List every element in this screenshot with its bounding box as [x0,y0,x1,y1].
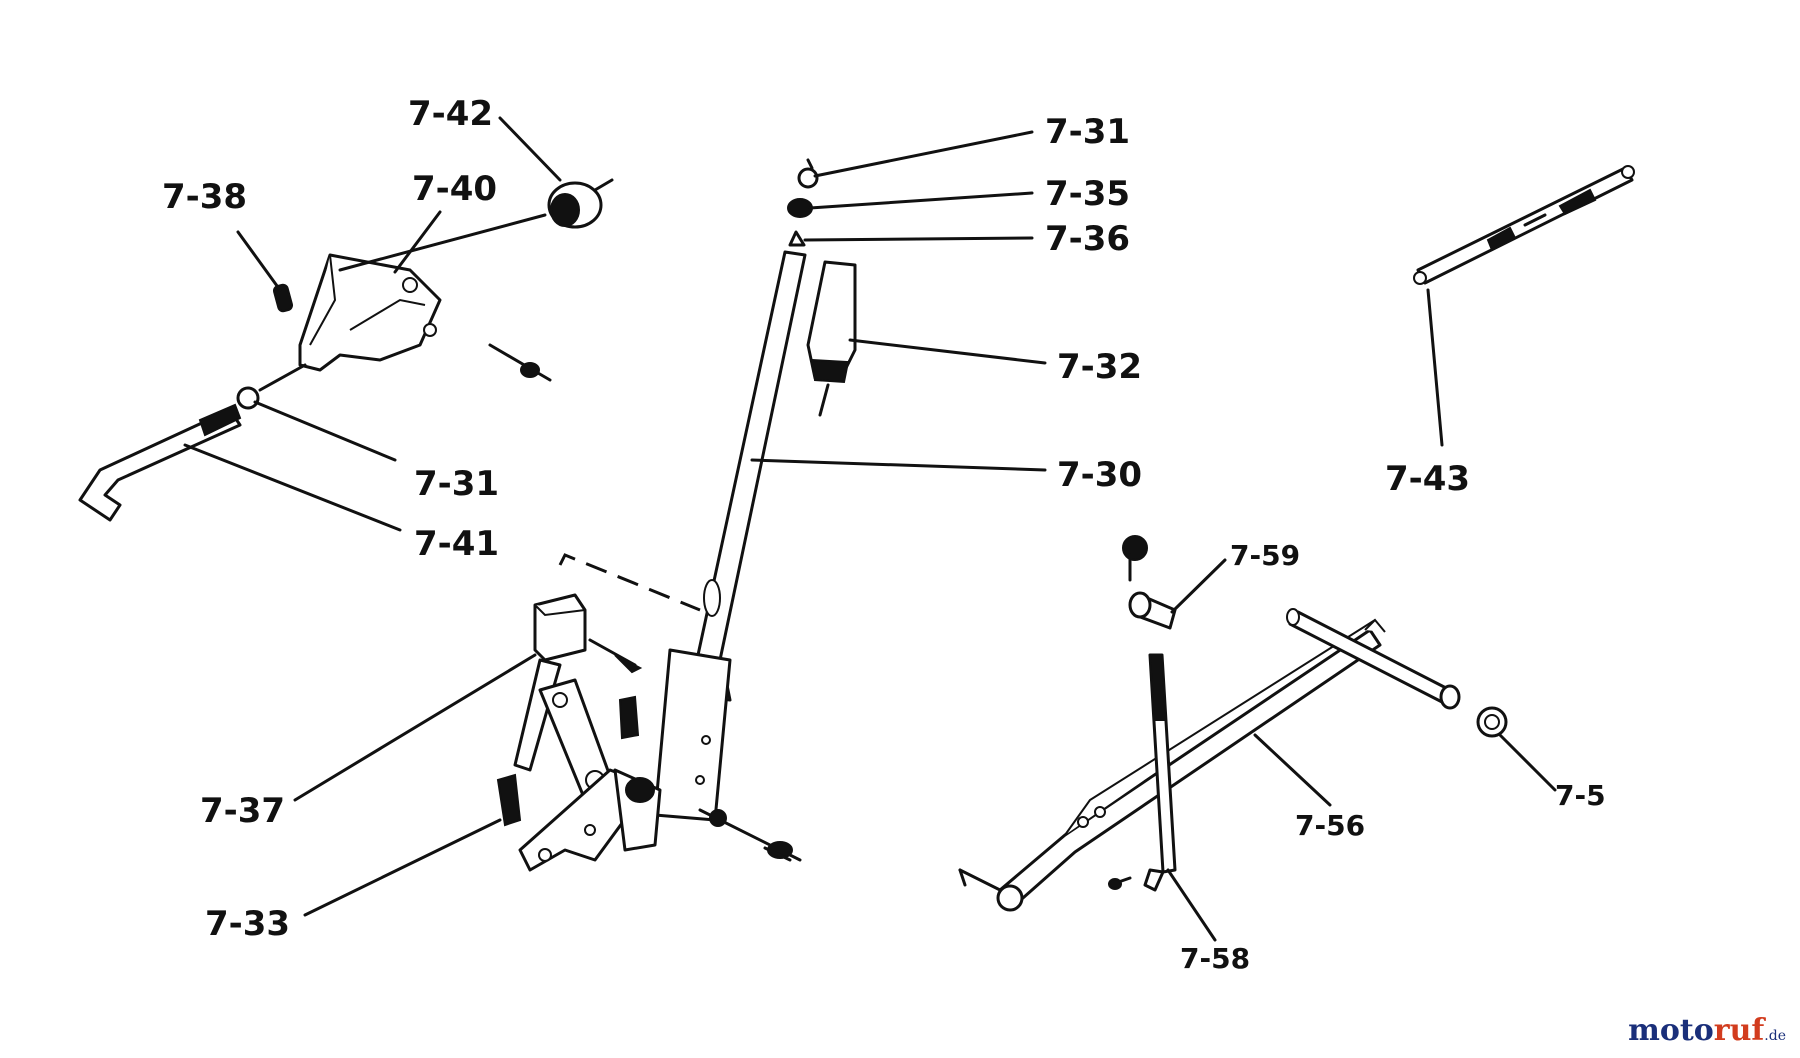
block-7-37 [533,593,643,674]
bracket-assembly [78,178,614,522]
bolt-7-38 [272,283,294,313]
leader-lines [183,116,1557,942]
ball-7-31-top [797,167,819,189]
label-7-5: 7-5 [1555,779,1606,812]
label-7-38: 7-38 [162,177,247,217]
rod-7-58 [1108,653,1177,892]
cap-7-36 [788,230,806,247]
part-labels: 7-42 7-38 7-40 7-31 7-41 7-31 7-35 7-36 … [162,94,1606,975]
knob-7-42 [547,178,614,229]
bolt-bottom [698,808,802,862]
label-7-43: 7-43 [1385,459,1470,499]
label-7-31-top: 7-31 [1045,112,1130,152]
label-7-33: 7-33 [205,904,290,944]
label-7-35: 7-35 [1045,174,1130,214]
linkage-arm [513,658,662,872]
rod-7-43 [1413,165,1635,285]
screw-bracket [488,343,552,382]
grip-7-32 [806,260,857,417]
spring-7-33 [496,695,640,827]
frame-assembly [958,535,1508,912]
label-7-40: 7-40 [412,169,497,209]
label-7-31-left: 7-31 [414,464,499,504]
label-7-59: 7-59 [1230,539,1300,572]
label-7-41: 7-41 [414,524,499,564]
rod-7-41 [78,403,242,522]
label-7-32: 7-32 [1057,347,1142,387]
frame-7-56 [998,628,1382,907]
pin-7-59 [1122,535,1177,630]
label-7-42: 7-42 [408,94,493,134]
bushing-7-5 [1476,706,1508,738]
label-7-58: 7-58 [1180,942,1250,975]
label-7-37: 7-37 [200,791,285,831]
lever-assembly [496,158,857,872]
ball-7-31-left [236,386,260,410]
washer-7-35 [787,198,813,218]
watermark-logo: motoruf.de [1628,1013,1786,1048]
label-7-56: 7-56 [1295,809,1365,842]
label-7-36: 7-36 [1045,219,1130,259]
label-7-30: 7-30 [1057,455,1142,495]
